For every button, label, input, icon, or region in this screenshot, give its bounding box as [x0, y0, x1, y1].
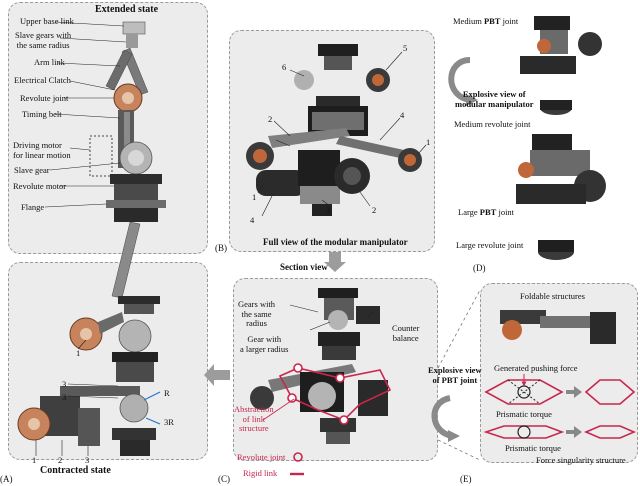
label-electrical-clatch: Electrical Clatch — [14, 75, 71, 85]
panel-a-label: (A) — [0, 474, 13, 484]
label-large-pbt: Large PBT joint — [458, 207, 515, 217]
label-3r: 3R — [164, 417, 174, 427]
label-timing-belt: Timing belt — [22, 109, 62, 119]
label-revolute-joint-a: Revolute joint — [20, 93, 69, 103]
label-medium-pbt: Medium PBT joint — [453, 16, 519, 26]
b-number-6: 6 — [282, 62, 287, 72]
label-counter-balance: Counter balance — [392, 323, 420, 343]
b-number-5: 5 — [403, 43, 408, 53]
b-number-2b: 2 — [372, 205, 377, 215]
label-explosive-view-pbt: Explosive view of PBT joint — [428, 365, 482, 385]
label-r: R — [164, 388, 170, 398]
extended-arm-drawing — [89, 21, 166, 299]
b-number-1b: 1 — [252, 192, 257, 202]
section-view-arrow — [324, 252, 346, 272]
panel-a-leaders — [44, 21, 127, 208]
label-arm-link: Arm link — [34, 57, 65, 67]
panel-b-robot-drawing — [246, 44, 422, 216]
number-3b: 3 — [62, 392, 67, 402]
panel-e-drawings — [431, 310, 637, 442]
number-3c: 3 — [85, 455, 90, 465]
b-number-4a: 4 — [400, 110, 405, 120]
label-flange: Flange — [21, 202, 45, 212]
label-upper-base-link: Upper base link — [20, 16, 74, 26]
panel-c-robot-drawing — [250, 288, 388, 444]
panel-e-label: (E) — [460, 474, 472, 484]
b-number-2a: 2 — [268, 114, 273, 124]
number-3a: 3 — [62, 379, 67, 389]
label-foldable-structures: Foldable structures — [520, 291, 585, 301]
label-driving-motor: Driving motor for linear motion — [13, 140, 71, 160]
label-rigid-link-legend: Rigid link — [243, 468, 278, 478]
label-large-revolute: Large revolute joint — [456, 240, 524, 250]
b-number-1a: 1 — [426, 137, 431, 147]
panel-b-caption: Full view of the modular manipulator — [263, 237, 408, 247]
link-abstraction-overlay — [278, 363, 392, 425]
panel-d-drawings — [448, 16, 606, 260]
panel-a-extended — [8, 2, 208, 254]
section-view-label: Section view — [280, 262, 328, 272]
panel-c-label: (C) — [218, 474, 230, 484]
label-explosive-view-manipulator: Explosive view of modular manipulator — [455, 89, 534, 109]
contracted-arm-drawing — [17, 296, 161, 456]
number-1a: 1 — [76, 348, 81, 358]
revolute-joint-legend-icon — [293, 452, 303, 462]
label-force-singularity: Force singularity structure — [536, 455, 626, 465]
label-prismatic-torque-2: Prismatic torque — [505, 443, 561, 453]
panel-d-label: (D) — [473, 263, 486, 273]
label-slave-gears: Slave gears with the same radius — [15, 30, 72, 50]
panel-b-label: (B) — [215, 243, 227, 253]
b-number-4b: 4 — [250, 215, 255, 225]
label-revolute-joint-legend: Revolute joint — [237, 452, 286, 462]
panel-a-title: Extended state — [95, 4, 159, 15]
label-medium-revolute: Medium revolute joint — [454, 119, 531, 129]
label-pushing-force: Generated pushing force — [494, 363, 578, 373]
label-gears-same-radius: Gears with the same radius — [238, 299, 276, 328]
number-1b: 1 — [32, 455, 37, 465]
number-2: 2 — [58, 455, 63, 465]
label-gear-larger-radius: Gear with a larger radius — [240, 334, 289, 354]
label-revolute-motor: Revolute motor — [13, 181, 67, 191]
contracted-state-title: Contracted state — [40, 465, 111, 476]
c-to-a-arrow — [204, 364, 230, 386]
label-slave-gear: Slave gear — [14, 165, 50, 175]
b-number-3: 3 — [326, 205, 331, 215]
label-prismatic-torque-1: Prismatic torque — [496, 409, 552, 419]
label-abstraction: Abstraction of link structure — [234, 404, 274, 433]
